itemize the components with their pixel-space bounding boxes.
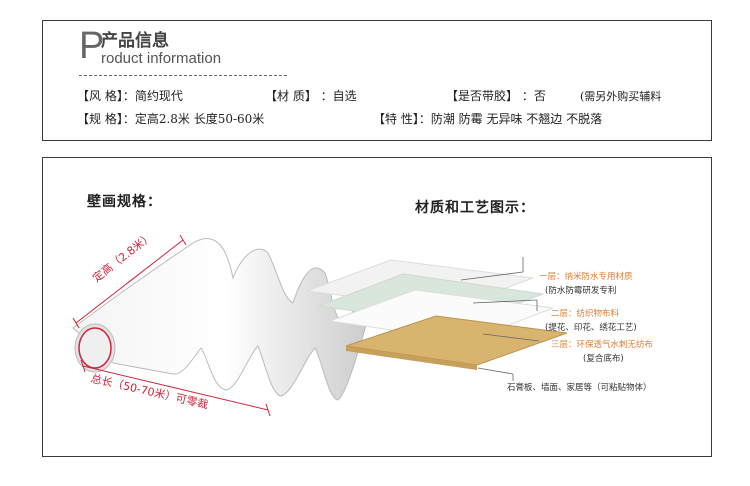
title-chinese: 产品信息 (101, 31, 169, 51)
layer-2-title: 二层：纺织物布料 (551, 309, 620, 319)
product-info-panel: P 产品信息 roduct information 【风 格】：简约现代 【材 … (42, 20, 712, 141)
title-divider (79, 75, 287, 76)
mural-heading: 壁画规格： (87, 194, 162, 210)
title-english: roduct information (101, 50, 222, 67)
spec-features: 【特 性】：防潮 防霉 无异味 不翘边 不脱落 (373, 112, 603, 126)
title-letter-p: P (79, 25, 105, 67)
craft-heading: 材质和工艺图示： (415, 200, 535, 216)
layer-2-note: (提花、印花、绣花工艺) (545, 323, 637, 333)
spec-adhesive: 【是否带胶】 ：否 (446, 89, 546, 103)
wallpaper-roll-illustration (72, 234, 379, 417)
layer-3-title: 三层：环保透气水刺无纺布 (551, 340, 654, 350)
mural-spec-panel: 壁画规格： 材质和工艺图示： 定高（2.8米） 总长（50-70米）可零裁 (42, 157, 712, 457)
spec-size: 【规 格】：定高2.8米 长度50-60米 (77, 112, 265, 126)
spec-material: 【材 质】 ：自选 (265, 89, 357, 103)
layer-3-note: (复合底布) (583, 354, 624, 364)
base-board-label: 石膏板、墙面、家居等（可粘贴物体） (507, 383, 652, 393)
spec-adhesive-note: (需另外购买辅料 (580, 90, 662, 103)
layer-1-note: (防水防霉研发专利 (545, 286, 617, 296)
spec-style: 【风 格】：简约现代 (77, 89, 183, 103)
material-layers-illustration (306, 257, 568, 381)
layer-1-title: 一层：纳米防水专用材质 (539, 272, 633, 282)
